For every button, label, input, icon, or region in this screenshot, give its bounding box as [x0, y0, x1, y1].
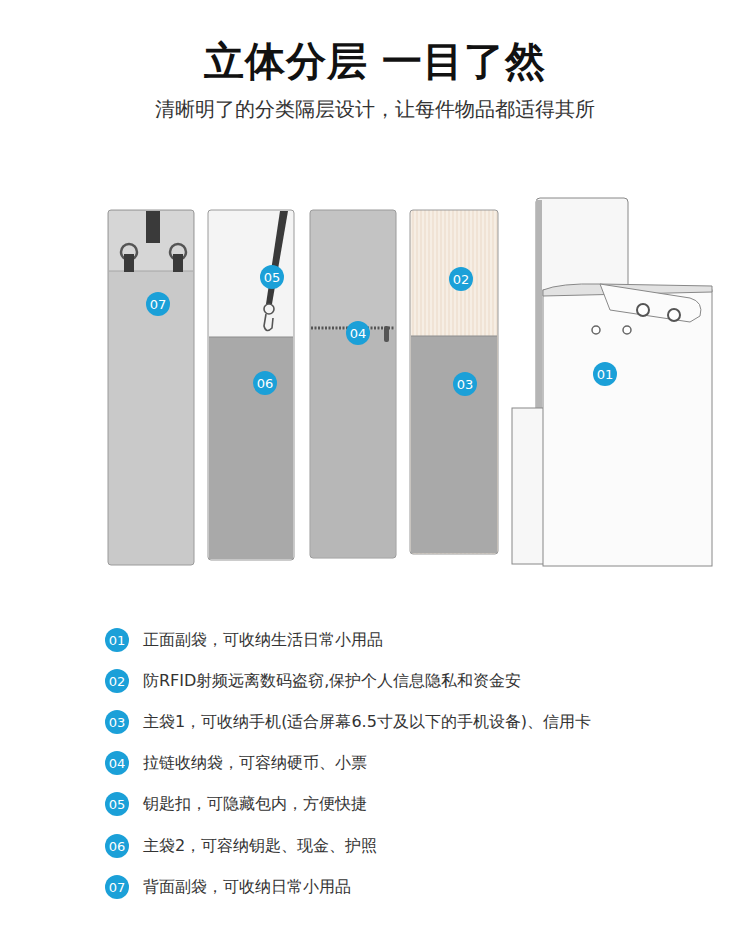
callout-text: 01 — [597, 368, 614, 381]
description-text: 主袋2，可容纳钥匙、现金、护照 — [143, 836, 377, 857]
callout-text: 03 — [109, 716, 126, 729]
callout-number: 02 — [105, 669, 129, 693]
callout-number: 03 — [105, 710, 129, 734]
callout-number: 05 — [105, 792, 129, 816]
callout-text: 06 — [109, 840, 126, 853]
rfid-panel — [410, 210, 498, 554]
callout-text: 02 — [453, 273, 470, 286]
callout-number: 03 — [453, 372, 477, 396]
callout-number: 01 — [593, 362, 617, 386]
description-text: 防RFID射频远离数码盗窃,保护个人信息隐私和资金安 — [143, 671, 521, 692]
callout-text: 04 — [109, 757, 126, 770]
callout-text: 05 — [109, 798, 126, 811]
description-text: 拉链收纳袋，可容纳硬币、小票 — [143, 753, 367, 774]
key-panel — [208, 210, 294, 560]
front-pouch-assembly — [512, 198, 712, 566]
callout-text: 01 — [109, 634, 126, 647]
callout-text: 04 — [350, 327, 367, 340]
title: 立体分层 一目了然 — [0, 34, 750, 89]
callout-number: 02 — [449, 267, 473, 291]
callout-number: 06 — [253, 371, 277, 395]
callout-text: 07 — [150, 298, 167, 311]
callout-text: 02 — [109, 675, 126, 688]
zipper-panel — [310, 210, 396, 558]
callout-number: 04 — [346, 321, 370, 345]
description-text: 主袋1，可收纳手机(适合屏幕6.5寸及以下的手机设备)、信用卡 — [143, 712, 591, 733]
subtitle: 清晰明了的分类隔层设计，让每件物品都适得其所 — [0, 96, 750, 123]
callout-number: 04 — [105, 751, 129, 775]
description-text: 背面副袋，可收纳日常小用品 — [143, 877, 351, 898]
back-panel — [108, 210, 194, 565]
callout-text: 03 — [457, 378, 474, 391]
callout-number: 01 — [105, 628, 129, 652]
description-text: 正面副袋，可收纳生活日常小用品 — [143, 630, 383, 651]
description-text: 钥匙扣，可隐藏包内，方便快捷 — [143, 794, 367, 815]
callout-text: 07 — [109, 881, 126, 894]
callout-number: 07 — [146, 292, 170, 316]
callout-text: 06 — [257, 377, 274, 390]
callout-number: 07 — [105, 875, 129, 899]
callout-text: 05 — [264, 271, 281, 284]
callout-number: 06 — [105, 834, 129, 858]
callout-number: 05 — [260, 265, 284, 289]
